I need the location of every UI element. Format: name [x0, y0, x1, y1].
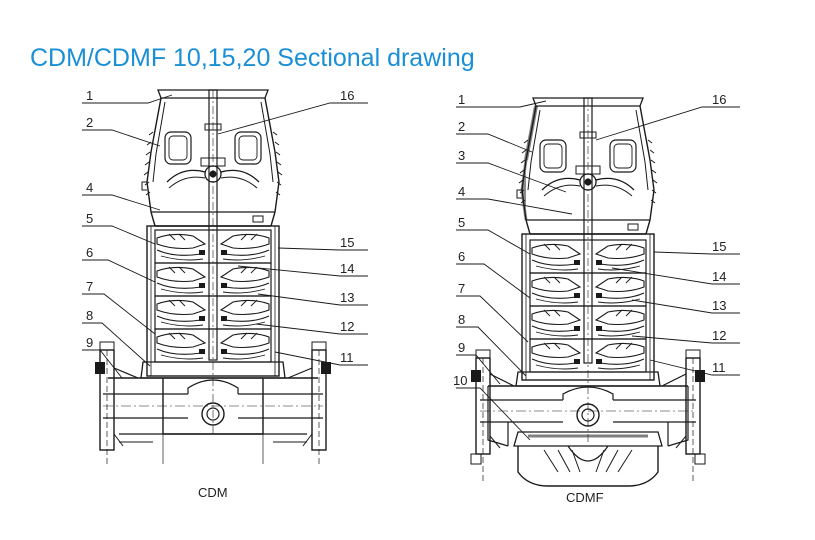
- cdmf-label: 12: [712, 328, 726, 343]
- cdm-label: 1: [86, 88, 93, 103]
- cdm-part-labels: 1 2 4 5 6 7 8 9 16 15 14 13 12 11: [86, 88, 354, 365]
- cdmf-caption: CDMF: [566, 490, 604, 505]
- cdm-pump-drawing: [95, 89, 331, 464]
- page-title: CDM/CDMF 10,15,20 Sectional drawing: [30, 44, 475, 72]
- cdm-label: 11: [340, 350, 354, 365]
- cdm-label: 16: [340, 88, 354, 103]
- cdmf-label: 11: [712, 360, 726, 375]
- cdmf-leader-lines: [456, 100, 740, 441]
- cdm-caption: CDM: [198, 485, 228, 500]
- cdm-label: 7: [86, 279, 93, 294]
- cdmf-label: 7: [458, 281, 465, 296]
- cdmf-label: 5: [458, 215, 465, 230]
- cdmf-label: 2: [458, 119, 465, 134]
- cdmf-part-labels: 1 2 3 4 5 6 7 8 9 10 16 15 14 13 12 11: [453, 92, 726, 388]
- cdm-label: 12: [340, 319, 354, 334]
- cdmf-label: 8: [458, 312, 465, 327]
- cdmf-pump-drawing: [470, 97, 706, 487]
- cdmf-label: 15: [712, 239, 726, 254]
- cdmf-label: 10: [453, 373, 467, 388]
- cdmf-label: 14: [712, 269, 726, 284]
- cdm-label: 6: [86, 245, 93, 260]
- cdmf-label: 1: [458, 92, 465, 107]
- cdm-label: 9: [86, 335, 93, 350]
- cdmf-label: 13: [712, 298, 726, 313]
- cdm-label: 15: [340, 235, 354, 250]
- cdm-label: 8: [86, 308, 93, 323]
- cdmf-label: 9: [458, 340, 465, 355]
- cdmf-label: 4: [458, 184, 465, 199]
- cdm-label: 4: [86, 180, 93, 195]
- cdm-label: 14: [340, 261, 354, 276]
- cdmf-label: 6: [458, 249, 465, 264]
- cdm-label: 2: [86, 115, 93, 130]
- cdm-label: 5: [86, 211, 93, 226]
- cdm-leader-lines: [82, 94, 368, 379]
- cdmf-label: 16: [712, 92, 726, 107]
- cdm-label: 13: [340, 290, 354, 305]
- cdmf-label: 3: [458, 148, 465, 163]
